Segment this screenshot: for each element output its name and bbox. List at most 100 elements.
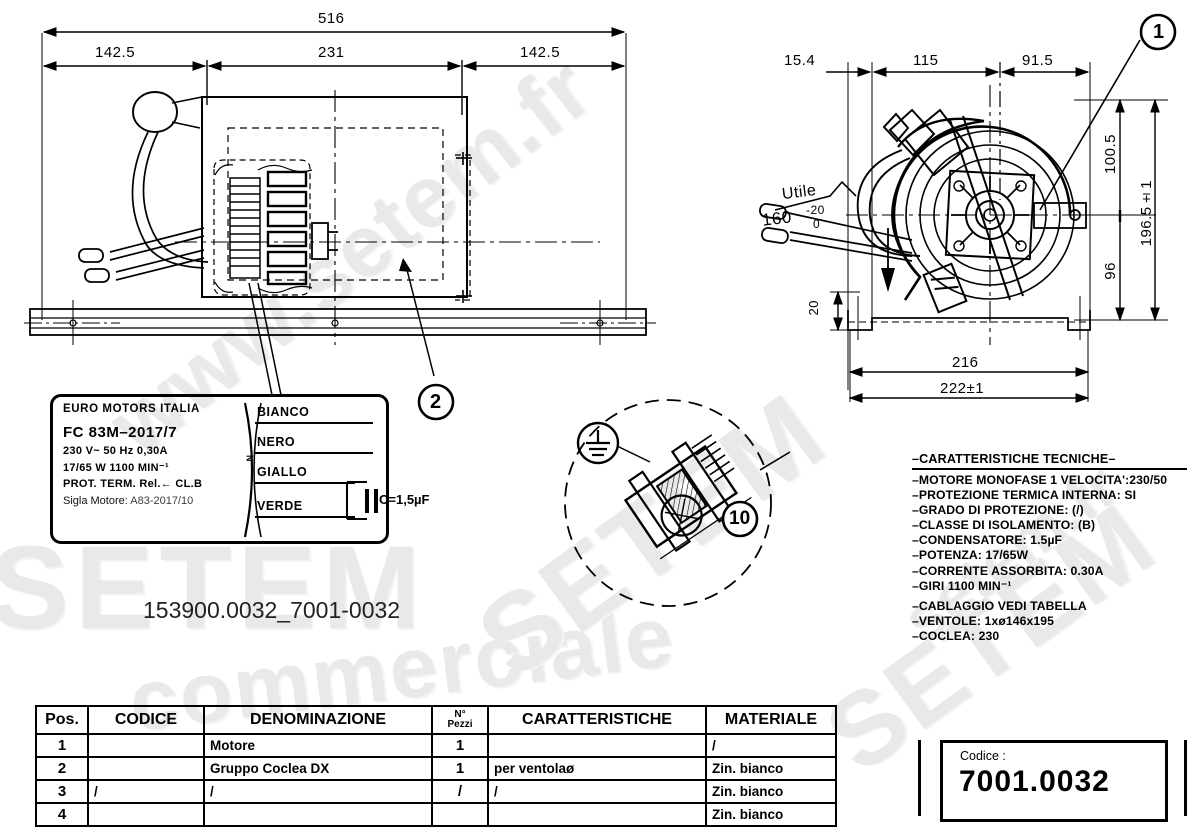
- cell-pos: 4: [35, 802, 89, 827]
- cell-pos: 3: [35, 779, 89, 804]
- col-header-denominazione: DENOMINAZIONE: [203, 705, 433, 735]
- cell-materiale: Zin. bianco: [705, 756, 837, 781]
- cell-caratteristiche: [487, 733, 707, 758]
- motor-nameplate: EURO MOTORS ITALIA FC 83M–2017/7 230 V~ …: [50, 394, 429, 544]
- dim-outlet-20: 20: [806, 300, 821, 316]
- wire-giallo-line: [255, 482, 355, 484]
- cell-denominazione: [203, 802, 433, 827]
- cell-codice: [87, 802, 205, 827]
- table-row: 2 Gruppo Coclea DX 1 per ventolaø Zin. b…: [35, 756, 837, 781]
- wire-giallo: GIALLO: [257, 465, 308, 479]
- tech-spec-row: –CABLAGGIO VEDI TABELLA: [912, 598, 1087, 613]
- col-header-caratteristiche: CARATTERISTICHE: [487, 705, 707, 735]
- wire-verde: VERDE: [257, 499, 303, 513]
- nameplate-sigla: Sigla Motore: A83-2017/10: [63, 495, 253, 507]
- tech-spec-row: –GRADO DI PROTEZIONE: (/): [912, 503, 1084, 518]
- table-row: 1 Motore 1 /: [35, 733, 837, 758]
- cell-pezzi: [431, 802, 489, 827]
- wire-nero: NERO: [257, 435, 296, 449]
- wire-nero-line: [255, 452, 373, 454]
- dim-115: 115: [913, 52, 939, 69]
- balloon-2-label: 2: [430, 391, 442, 413]
- dim-216: 216: [952, 354, 979, 371]
- capacitor-symbol: [346, 481, 378, 520]
- cell-pezzi: /: [431, 779, 489, 804]
- table-row: 4 Zin. bianco: [35, 802, 837, 827]
- col-header-pos: Pos.: [35, 705, 89, 735]
- tech-spec-row: –CORRENTE ASSORBITA: 0.30A: [912, 563, 1104, 578]
- tech-specs-divider: [912, 468, 1187, 470]
- cell-pos: 1: [35, 733, 89, 758]
- dim-utile-tol-lower: 0: [813, 217, 821, 231]
- tech-spec-row: –PROTEZIONE TERMICA INTERNA: SI: [912, 488, 1137, 503]
- code-box-label: Codice :: [960, 749, 1006, 763]
- tech-spec-row: –MOTORE MONOFASE 1 VELOCITA':230/50: [912, 473, 1168, 487]
- col-header-codice: CODICE: [87, 705, 205, 735]
- cell-denominazione: /: [203, 779, 433, 804]
- cell-materiale: Zin. bianco: [705, 802, 837, 827]
- cell-codice: [87, 756, 205, 781]
- wire-bianco: BIANCO: [257, 405, 310, 419]
- nameplate-power: 17/65 W 1100 MIN⁻¹: [63, 462, 169, 474]
- wire-bianco-line: [255, 422, 373, 424]
- code-box-value: 7001.0032: [959, 765, 1110, 798]
- tech-spec-row: –CONDENSATORE: 1.5µF: [912, 533, 1063, 548]
- dim-196-5: 196.5±1: [1138, 180, 1155, 247]
- code-box: Codice : 7001.0032: [940, 740, 1168, 822]
- nameplate-sigla-label: Sigla Motore:: [63, 495, 128, 507]
- col-header-pezzi: N° Pezzi: [431, 705, 489, 735]
- cell-caratteristiche: [487, 802, 707, 827]
- dim-15-4: 15.4: [784, 52, 816, 69]
- technical-specifications-block: –CARATTERISTICHE TECNICHE– –MOTORE MONOF…: [912, 452, 1187, 644]
- cell-pos: 2: [35, 756, 89, 781]
- wire-verde-line: [255, 516, 355, 518]
- dim-right-142-5: 142.5: [520, 44, 561, 61]
- col-header-pezzi-line2: Pezzi: [447, 719, 473, 730]
- cell-caratteristiche: /: [487, 779, 707, 804]
- cell-codice: /: [87, 779, 205, 804]
- codebox-left-rail: [918, 740, 921, 816]
- parts-table: Pos. CODICE DENOMINAZIONE N° Pezzi CARAT…: [35, 705, 837, 827]
- nameplate-wire-list: BIANCO NERO GIALLO VERDE C=1,5µF: [253, 401, 429, 536]
- cell-denominazione: Motore: [203, 733, 433, 758]
- tech-specs-title: –CARATTERISTICHE TECNICHE–: [912, 452, 1116, 466]
- table-row: 3 / / / / Zin. bianco: [35, 779, 837, 804]
- cell-materiale: /: [705, 733, 837, 758]
- col-header-pezzi-line1: N°: [454, 709, 466, 720]
- capacitor-value: C=1,5µF: [379, 492, 430, 507]
- nameplate-bracket: [243, 402, 262, 538]
- dim-222: 222±1: [940, 380, 985, 397]
- nameplate-model: FC 83M–2017/7: [63, 424, 178, 441]
- cell-caratteristiche: per ventolaø: [487, 756, 707, 781]
- dim-100-5: 100.5: [1102, 134, 1119, 175]
- nameplate-electrical: 230 V~ 50 Hz 0,30A: [63, 445, 168, 457]
- nameplate-left-column: EURO MOTORS ITALIA FC 83M–2017/7 230 V~ …: [63, 403, 253, 507]
- dim-utile-tol-upper: -20: [806, 203, 825, 217]
- dim-utile-160: 160: [760, 207, 793, 230]
- cell-codice: [87, 733, 205, 758]
- cell-materiale: Zin. bianco: [705, 779, 837, 804]
- col-header-materiale: MATERIALE: [705, 705, 837, 735]
- dim-center-231: 231: [318, 44, 345, 61]
- dim-overall-516: 516: [318, 10, 345, 27]
- nameplate-thermal-protection: PROT. TERM. Rel.← CL.B: [63, 478, 203, 490]
- tech-spec-row: –CLASSE DI ISOLAMENTO: (B): [912, 518, 1096, 533]
- balloon-10-label: 10: [729, 508, 751, 529]
- balloon-1-label: 1: [1153, 21, 1165, 43]
- dim-left-142-5: 142.5: [95, 44, 136, 61]
- cell-pezzi: 1: [431, 733, 489, 758]
- tech-spec-row: –POTENZA: 17/65W: [912, 548, 1029, 563]
- tech-spec-row: –GIRI 1100 MIN⁻¹: [912, 578, 1012, 593]
- cell-denominazione: Gruppo Coclea DX: [203, 756, 433, 781]
- codebox-right-rail: [1184, 740, 1187, 816]
- drawing-part-number: 153900.0032_7001-0032: [143, 597, 401, 623]
- nameplate-sigla-value: A83-2017/10: [130, 495, 194, 507]
- tech-spec-row: –COCLEA: 230: [912, 628, 1000, 643]
- parts-table-header-row: Pos. CODICE DENOMINAZIONE N° Pezzi CARAT…: [35, 705, 837, 735]
- nameplate-brand: EURO MOTORS ITALIA: [63, 403, 200, 415]
- cell-pezzi: 1: [431, 756, 489, 781]
- dim-96: 96: [1102, 262, 1119, 280]
- dim-91-5: 91.5: [1022, 52, 1054, 69]
